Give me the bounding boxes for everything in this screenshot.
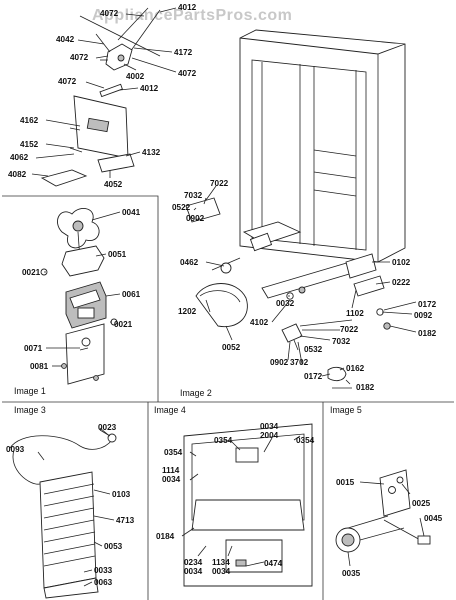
label-0172-a: 0172 — [418, 300, 437, 309]
label-4162: 4162 — [20, 116, 39, 125]
label-0222: 0222 — [392, 278, 411, 287]
label-0184: 0184 — [156, 532, 175, 541]
label-0081: 0081 — [30, 362, 49, 371]
label-4052: 4052 — [104, 180, 123, 189]
panel-title-image3: Image 3 — [14, 405, 46, 415]
label-2004: 2004 — [260, 431, 279, 440]
label-0172-b: 0172 — [304, 372, 323, 381]
label-0182-b: 0182 — [356, 383, 375, 392]
label-0354-c: 0354 — [164, 448, 183, 457]
label-0902-b: 0902 — [270, 358, 289, 367]
label-0034-c: 0034 — [184, 567, 203, 576]
label-0063: 0063 — [94, 578, 113, 587]
label-0021-a: 0021 — [22, 268, 41, 277]
label-0354-a: 0354 — [214, 436, 233, 445]
label-0052: 0052 — [222, 343, 241, 352]
label-4713: 4713 — [116, 516, 135, 525]
label-0902-a: 0902 — [186, 214, 205, 223]
label-7032-a: 7032 — [184, 191, 203, 200]
panel-title-image1: Image 1 — [14, 386, 46, 396]
label-0522: 0522 — [172, 203, 191, 212]
label-4072-c: 4072 — [178, 69, 197, 78]
label-4002: 4002 — [126, 72, 145, 81]
label-4072-d: 4072 — [58, 77, 77, 86]
label-0033: 0033 — [94, 566, 113, 575]
label-1202: 1202 — [178, 307, 197, 316]
cabinet — [239, 29, 406, 263]
label-1134: 1134 — [212, 558, 230, 567]
label-1102: 1102 — [346, 309, 364, 318]
label-0182-a: 0182 — [418, 329, 437, 338]
part-labels: 4072 4012 4042 4072 4172 4002 4072 4072 … — [6, 3, 443, 587]
image5-damper — [335, 469, 431, 553]
image3-evaporator — [9, 427, 117, 599]
label-0061: 0061 — [122, 290, 141, 299]
label-0045: 0045 — [424, 514, 443, 523]
label-7022-b: 7022 — [340, 325, 359, 334]
label-3702: 3702 — [290, 358, 309, 367]
label-7032-b: 7032 — [332, 337, 351, 346]
label-4172: 4172 — [174, 48, 193, 57]
label-0103: 0103 — [112, 490, 131, 499]
label-0532: 0532 — [304, 345, 323, 354]
image2-parts — [185, 197, 391, 389]
watermark: AppliancePartsPros.com — [92, 7, 292, 24]
label-0035: 0035 — [342, 569, 361, 578]
label-0023: 0023 — [98, 423, 117, 432]
label-4102: 4102 — [250, 318, 269, 327]
image4-frame — [183, 423, 313, 587]
label-0462: 0462 — [180, 258, 199, 267]
label-0021-b: 0021 — [114, 320, 133, 329]
panel-frames — [2, 195, 454, 600]
label-4012-a: 4012 — [178, 3, 197, 12]
panel-title-image4: Image 4 — [154, 405, 186, 415]
label-0092: 0092 — [414, 311, 433, 320]
label-0234: 0234 — [184, 558, 203, 567]
image1-fan-assembly — [40, 207, 118, 385]
control-assembly — [40, 7, 161, 187]
label-0102: 0102 — [392, 258, 411, 267]
label-4012-b: 4012 — [140, 84, 159, 93]
panel-title-image2: Image 2 — [180, 388, 212, 398]
label-0474: 0474 — [264, 559, 283, 568]
label-4072-b: 4072 — [70, 53, 89, 62]
label-0162: 0162 — [346, 364, 365, 373]
label-0034-b: 0034 — [162, 475, 181, 484]
label-0051: 0051 — [108, 250, 127, 259]
leader-lines — [31, 7, 425, 587]
label-7022-a: 7022 — [210, 179, 229, 188]
label-4132: 4132 — [142, 148, 161, 157]
label-0053: 0053 — [104, 542, 123, 551]
label-4152: 4152 — [20, 140, 39, 149]
label-4062: 4062 — [10, 153, 29, 162]
label-1114: 1114 — [162, 466, 180, 475]
label-0034-d: 0034 — [212, 567, 231, 576]
label-0071: 0071 — [24, 344, 43, 353]
label-0093: 0093 — [6, 445, 25, 454]
label-0034-a: 0034 — [260, 422, 279, 431]
label-4082: 4082 — [8, 170, 27, 179]
label-0354-b: 0354 — [296, 436, 315, 445]
label-4072-a: 4072 — [100, 9, 119, 18]
label-4042: 4042 — [56, 35, 75, 44]
label-0041: 0041 — [122, 208, 141, 217]
label-0015: 0015 — [336, 478, 355, 487]
panel-title-image5: Image 5 — [330, 405, 362, 415]
label-0032: 0032 — [276, 299, 295, 308]
label-0025: 0025 — [412, 499, 431, 508]
